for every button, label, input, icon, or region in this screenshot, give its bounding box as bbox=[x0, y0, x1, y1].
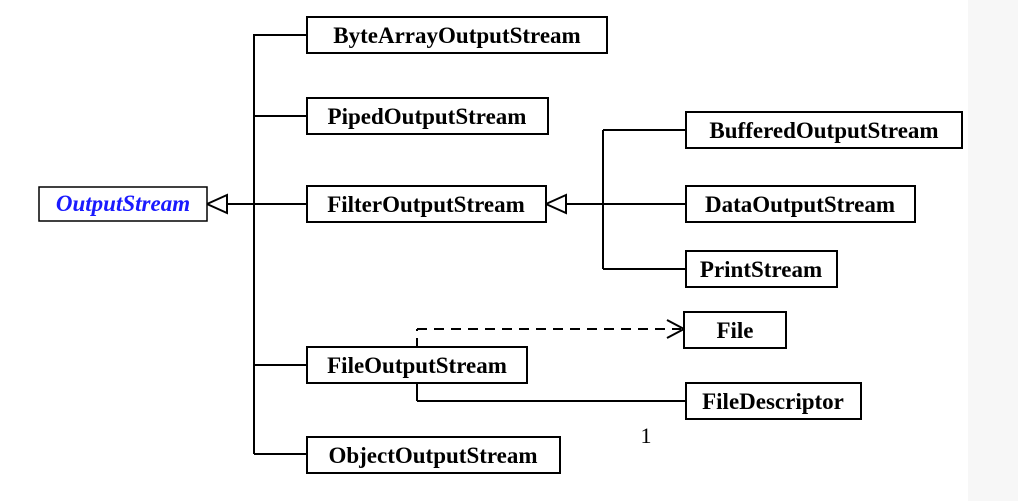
class-file-descriptor: FileDescriptor bbox=[685, 382, 862, 420]
class-buffered-output-stream: BufferedOutputStream bbox=[685, 111, 963, 149]
class-box bbox=[306, 16, 608, 54]
class-label: PipedOutputStream bbox=[328, 104, 527, 129]
class-file-output-stream: FileOutputStream bbox=[306, 346, 528, 384]
connector-lines bbox=[227, 34, 686, 455]
multiplicity-label: 1 bbox=[641, 423, 652, 448]
class-label: File bbox=[716, 318, 753, 343]
class-label: ByteArrayOutputStream bbox=[333, 23, 580, 48]
class-box bbox=[685, 250, 838, 288]
class-label: DataOutputStream bbox=[705, 192, 895, 217]
class-data-output-stream: DataOutputStream bbox=[685, 185, 916, 223]
class-label: BufferedOutputStream bbox=[709, 118, 938, 143]
class-box bbox=[685, 382, 862, 420]
class-label: FilterOutputStream bbox=[327, 192, 525, 217]
class-label: PrintStream bbox=[700, 257, 822, 282]
class-box bbox=[38, 186, 208, 222]
class-label: FileDescriptor bbox=[702, 389, 844, 414]
class-box bbox=[306, 185, 547, 223]
class-box bbox=[683, 311, 787, 349]
class-object-output-stream: ObjectOutputStream bbox=[306, 436, 561, 474]
class-label: ObjectOutputStream bbox=[328, 443, 537, 468]
class-output-stream: OutputStream bbox=[38, 186, 208, 222]
class-label: OutputStream bbox=[56, 191, 190, 216]
class-box bbox=[685, 111, 963, 149]
class-label: FileOutputStream bbox=[327, 353, 507, 378]
class-file: File bbox=[683, 311, 787, 349]
class-piped-output-stream: PipedOutputStream bbox=[306, 97, 549, 135]
class-print-stream: PrintStream bbox=[685, 250, 838, 288]
class-filter-output-stream: FilterOutputStream bbox=[306, 185, 547, 223]
inheritance-arrowhead-icon bbox=[204, 193, 228, 215]
class-box bbox=[306, 436, 561, 474]
class-box bbox=[306, 97, 549, 135]
filter-inheritance-arrowhead-icon bbox=[543, 193, 567, 215]
class-box bbox=[306, 346, 528, 384]
class-byte-array-output-stream: ByteArrayOutputStream bbox=[306, 16, 608, 54]
class-box bbox=[685, 185, 916, 223]
